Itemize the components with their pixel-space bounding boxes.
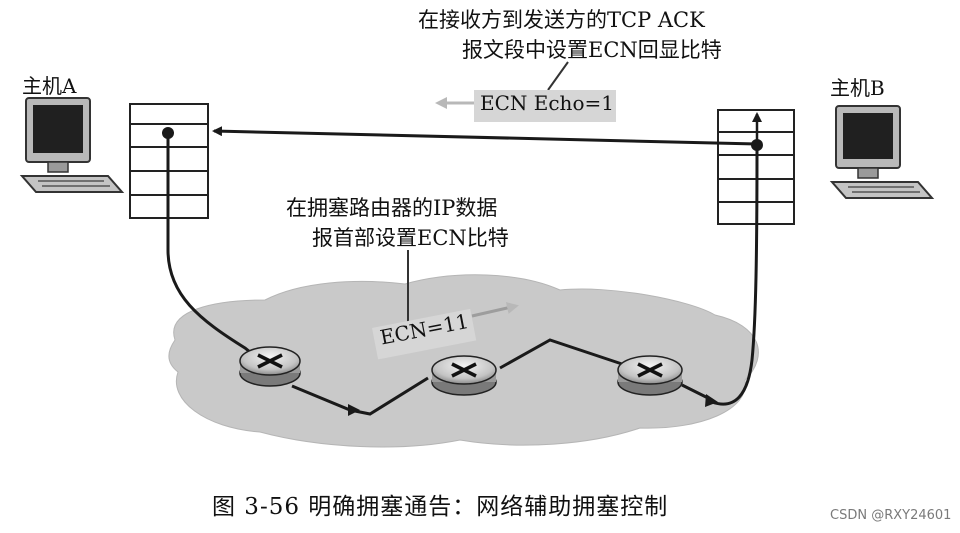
host-a-path-dot [162,127,174,139]
top-note-leader [547,61,569,91]
ecn-direction-arrow [471,302,519,318]
top-note-line2: 报文段中设置ECN回显比特 [462,38,722,62]
data-path [166,132,713,416]
host-b-label: 主机B [830,76,885,100]
mid-note-line2: 报首部设置ECN比特 [312,226,509,250]
data-path-to-b [711,145,759,406]
router-2-icon [431,355,497,396]
echo-label-text: ECN Echo=1 [480,91,614,115]
router-3-icon [617,355,683,396]
mid-note-line1: 在拥塞路由器的IP数据 [286,196,498,220]
host-b-computer-icon [829,105,935,199]
top-note-line1: 在接收方到发送方的TCP ACK [418,8,705,32]
host-b-path-dot [751,139,763,151]
host-a-label: 主机A [22,74,77,98]
figure-caption: 图 3-56 明确拥塞通告：网络辅助拥塞控制 [212,494,669,520]
ecn-label-box [371,308,477,360]
router-1-icon [239,346,301,387]
echo-label-box [474,90,616,122]
watermark: CSDN @RXY24601 [830,508,952,523]
ack-arrow [212,126,758,146]
host-a-computer-icon [19,97,125,193]
